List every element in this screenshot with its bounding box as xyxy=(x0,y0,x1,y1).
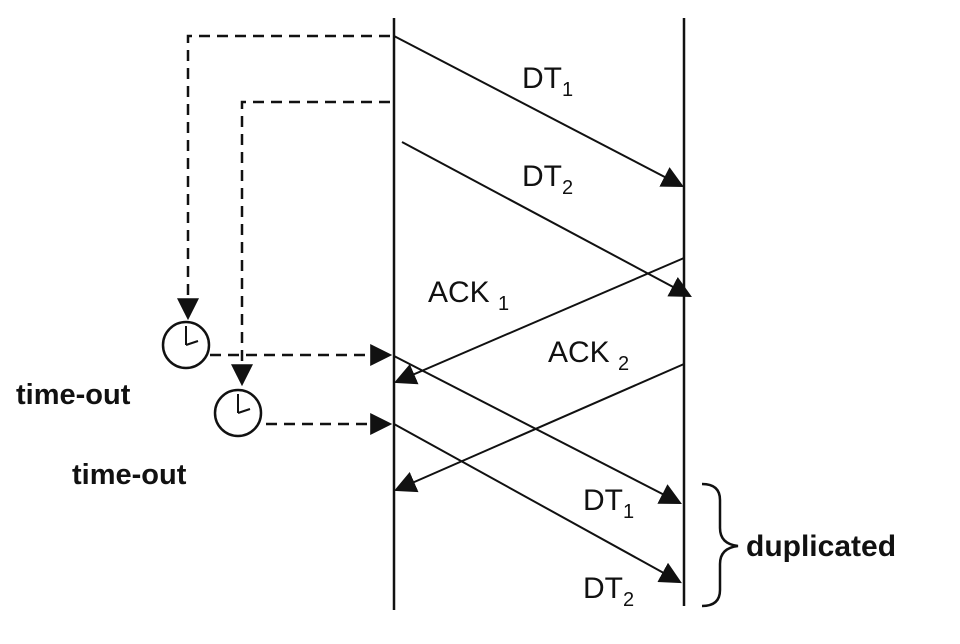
duplicated-label: duplicated xyxy=(746,530,896,563)
dt2-arrow xyxy=(401,141,692,298)
dt2-resent-label: DT2 xyxy=(583,572,634,611)
ack1-arrow xyxy=(393,257,685,385)
dt1-arrow xyxy=(393,35,684,188)
dt1-resent-label: DT1 xyxy=(583,484,634,523)
timeout-label: time-out xyxy=(16,379,131,411)
duplicated-brace xyxy=(701,482,739,608)
timeout-label: time-out xyxy=(72,459,187,491)
dt1-resent-arrow xyxy=(393,355,682,505)
ack2-arrow xyxy=(393,363,685,493)
ack2-label: ACK 2 xyxy=(548,336,629,375)
clock-icon xyxy=(213,388,263,438)
ack1-label: ACK 1 xyxy=(428,276,509,315)
clock-icon xyxy=(161,320,211,370)
dt2-label: DT2 xyxy=(522,160,573,199)
dt1-label: DT1 xyxy=(522,62,573,101)
timer2-start-path xyxy=(231,100,390,387)
timer1-start-path xyxy=(177,34,390,321)
dt2-resent-arrow xyxy=(393,423,682,584)
